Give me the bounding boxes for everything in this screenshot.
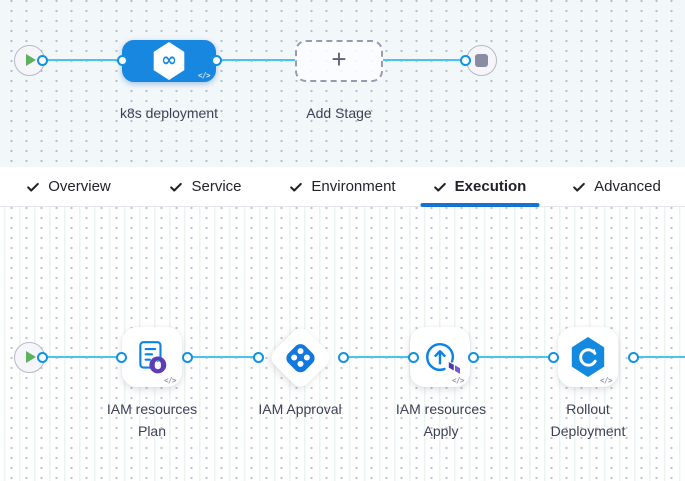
check-icon bbox=[169, 180, 183, 194]
connector-line bbox=[216, 58, 295, 62]
tab-service[interactable]: Service bbox=[137, 167, 274, 206]
terraform-logo-icon bbox=[448, 362, 460, 374]
connector-point bbox=[36, 351, 48, 363]
add-stage-label: Add Stage bbox=[306, 105, 372, 121]
connector-point bbox=[407, 351, 419, 363]
terraform-apply-icon bbox=[426, 343, 454, 371]
step-rollout-deployment[interactable]: </> bbox=[558, 327, 618, 387]
tab-overview[interactable]: Overview bbox=[0, 167, 137, 206]
connector-line bbox=[343, 355, 413, 359]
step-iam-approval[interactable] bbox=[266, 323, 334, 391]
connector-point bbox=[627, 351, 639, 363]
connector-line bbox=[633, 355, 685, 359]
harness-cd-hexagon-icon: ∞ bbox=[153, 42, 185, 80]
check-icon bbox=[289, 180, 303, 194]
code-icon[interactable]: </> bbox=[197, 71, 211, 80]
check-icon bbox=[433, 180, 447, 194]
step-label: IAM resources Plan bbox=[106, 401, 198, 439]
tab-label: Service bbox=[191, 178, 242, 195]
tab-execution[interactable]: Execution bbox=[411, 167, 548, 207]
play-icon bbox=[25, 54, 36, 66]
connector-point bbox=[116, 54, 128, 66]
tab-advanced[interactable]: Advanced bbox=[548, 167, 685, 206]
approval-icon bbox=[283, 340, 317, 374]
code-icon[interactable]: </> bbox=[163, 376, 177, 385]
connector-point bbox=[181, 351, 193, 363]
tab-label: Advanced bbox=[594, 178, 661, 195]
code-icon[interactable]: </> bbox=[451, 376, 465, 385]
connector-point bbox=[36, 54, 48, 66]
infinity-icon: ∞ bbox=[161, 49, 177, 71]
connector-line bbox=[473, 355, 553, 359]
step-label: Rollout Deployment bbox=[550, 401, 626, 439]
step-iam-resources-plan[interactable]: </> bbox=[122, 327, 182, 387]
tab-label: Overview bbox=[48, 178, 111, 195]
check-icon bbox=[572, 180, 586, 194]
tab-environment[interactable]: Environment bbox=[274, 167, 411, 206]
add-stage-button[interactable]: + bbox=[295, 40, 383, 82]
connector-point bbox=[547, 351, 559, 363]
connector-point bbox=[252, 351, 264, 363]
connector-line bbox=[383, 58, 465, 62]
connector-line bbox=[42, 58, 122, 62]
active-tab-underline bbox=[420, 203, 539, 207]
connector-line bbox=[42, 355, 121, 359]
connector-point bbox=[115, 351, 127, 363]
connector-point bbox=[459, 54, 471, 66]
play-icon bbox=[25, 351, 36, 363]
tab-label: Execution bbox=[454, 178, 527, 195]
check-icon bbox=[26, 180, 40, 194]
stage-graph-canvas[interactable]: ∞ </> + k8s deployment Add Stage bbox=[0, 0, 685, 167]
step-label: IAM Approval bbox=[258, 401, 342, 417]
code-icon[interactable]: </> bbox=[599, 376, 613, 385]
stage-node-k8s-deployment[interactable]: ∞ </> bbox=[122, 40, 216, 82]
stage-label: k8s deployment bbox=[119, 105, 219, 121]
plus-icon: + bbox=[331, 44, 347, 74]
connector-point bbox=[210, 54, 222, 66]
k8s-rolling-deploy-icon bbox=[571, 337, 605, 377]
tab-label: Environment bbox=[311, 178, 396, 195]
stop-icon bbox=[474, 53, 488, 67]
execution-graph-canvas[interactable]: </> </> bbox=[0, 207, 685, 481]
connector-line bbox=[187, 355, 258, 359]
connector-point bbox=[337, 351, 349, 363]
pipeline-end-node bbox=[465, 44, 497, 76]
step-label: IAM resources Apply bbox=[395, 401, 487, 439]
step-iam-resources-apply[interactable]: </> bbox=[410, 327, 470, 387]
terraform-plan-icon bbox=[139, 341, 167, 374]
stage-config-tabs: Overview Service Environment Execution A… bbox=[0, 167, 685, 207]
connector-point bbox=[467, 351, 479, 363]
